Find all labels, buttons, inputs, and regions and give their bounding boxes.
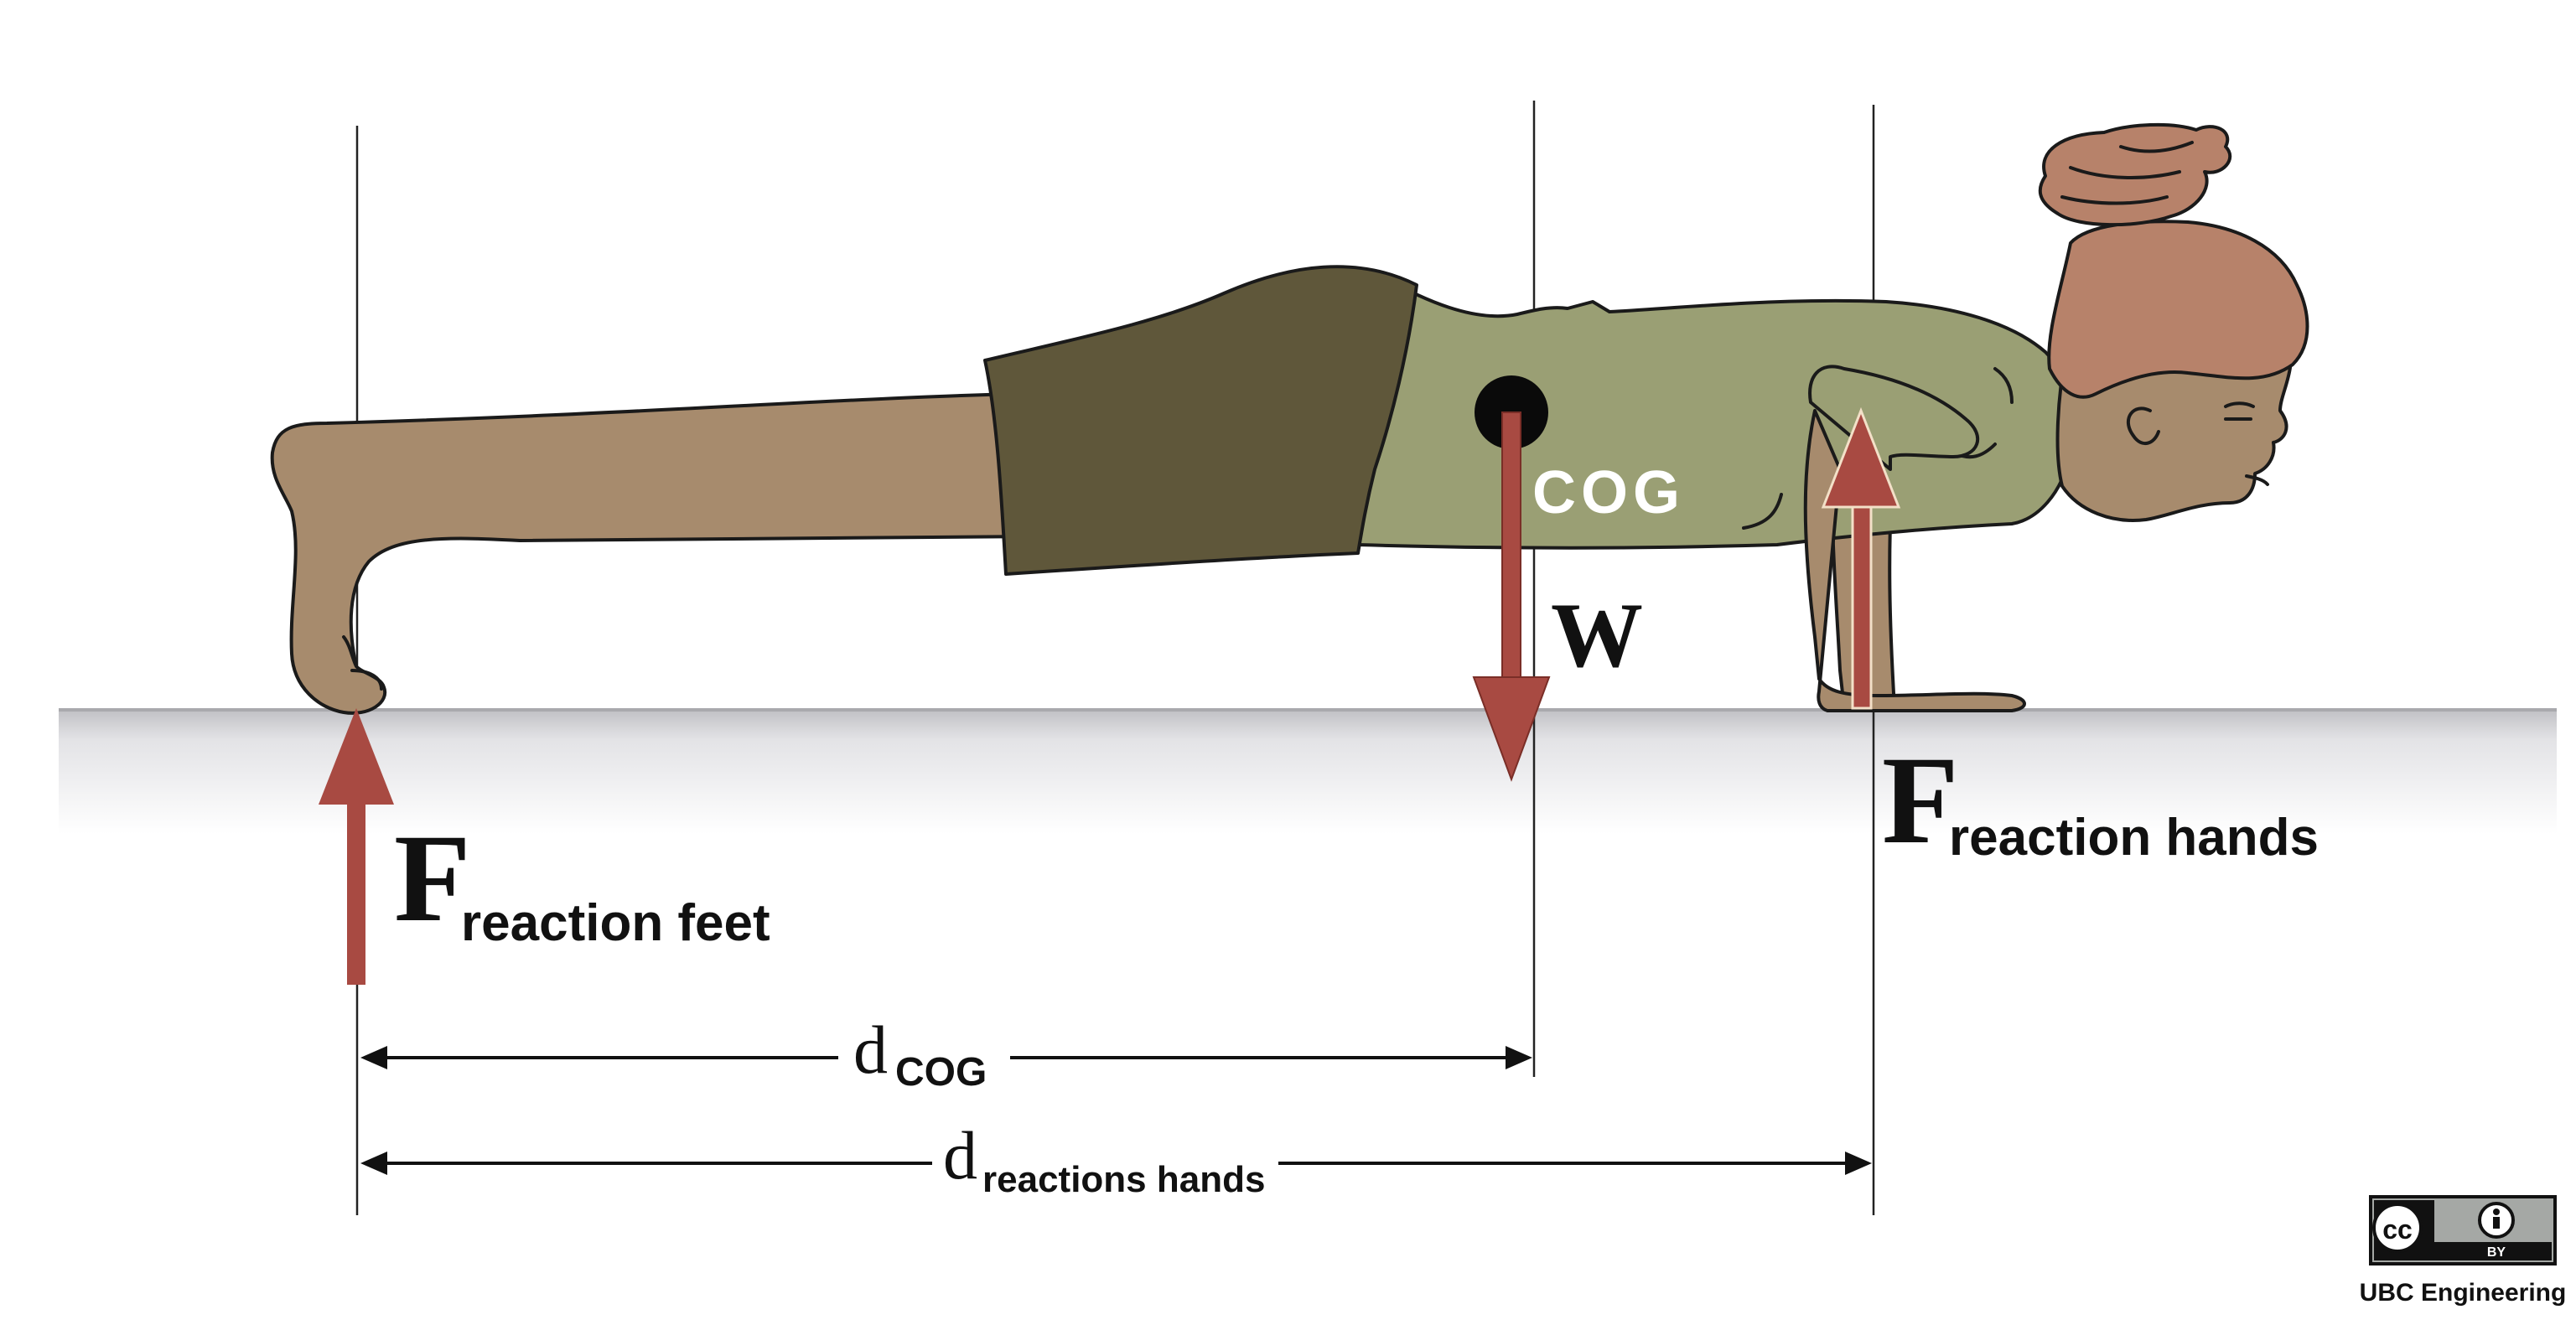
d-cog-right-arrowhead (1506, 1046, 1532, 1069)
reaction-hands-subscript: reaction hands (1949, 809, 2319, 867)
mouth (2245, 474, 2269, 486)
cc-icon (2372, 1203, 2423, 1253)
d-hands-symbol: d (943, 1117, 977, 1193)
hair-bun (2038, 122, 2232, 227)
d-cog-subscript: COG (895, 1050, 987, 1095)
leg (270, 392, 1041, 715)
reaction-hands-symbol: F (1882, 731, 1959, 870)
d-cog-symbol: d (853, 1012, 888, 1088)
d-hands-right-arrowhead (1845, 1152, 1872, 1175)
forearm (1803, 409, 2026, 712)
attribution-text: UBC Engineering (2360, 1279, 2567, 1307)
weight-label: W (1551, 584, 1643, 686)
cog-label: COG (1532, 459, 1685, 526)
d-hands-left-arrowhead (360, 1152, 387, 1175)
person-figure (270, 122, 2309, 715)
reaction-hands-label: F (1882, 731, 1959, 870)
weight-arrow (1472, 411, 1551, 782)
hair (2047, 220, 2309, 399)
shirt (1323, 271, 2076, 550)
cc-by-license-badge: cc BY (2369, 1195, 2557, 1265)
reaction-feet-symbol: F (394, 809, 471, 948)
cc-icon-text: cc (2382, 1214, 2413, 1245)
reaction-feet-subscript: reaction feet (461, 894, 770, 952)
reaction-hands-arrow (1821, 406, 1901, 710)
toes (350, 669, 383, 691)
reaction-feet-arrow (319, 708, 394, 985)
front-arm (1808, 365, 1980, 471)
d-cog-left-arrowhead (360, 1046, 387, 1069)
d-hands-subscript: reactions hands (982, 1159, 1265, 1200)
shorts (983, 265, 1418, 576)
floor (59, 708, 2557, 834)
ear (2127, 406, 2160, 445)
by-label: BY (2487, 1245, 2506, 1260)
reaction-feet-label: F (394, 809, 471, 948)
